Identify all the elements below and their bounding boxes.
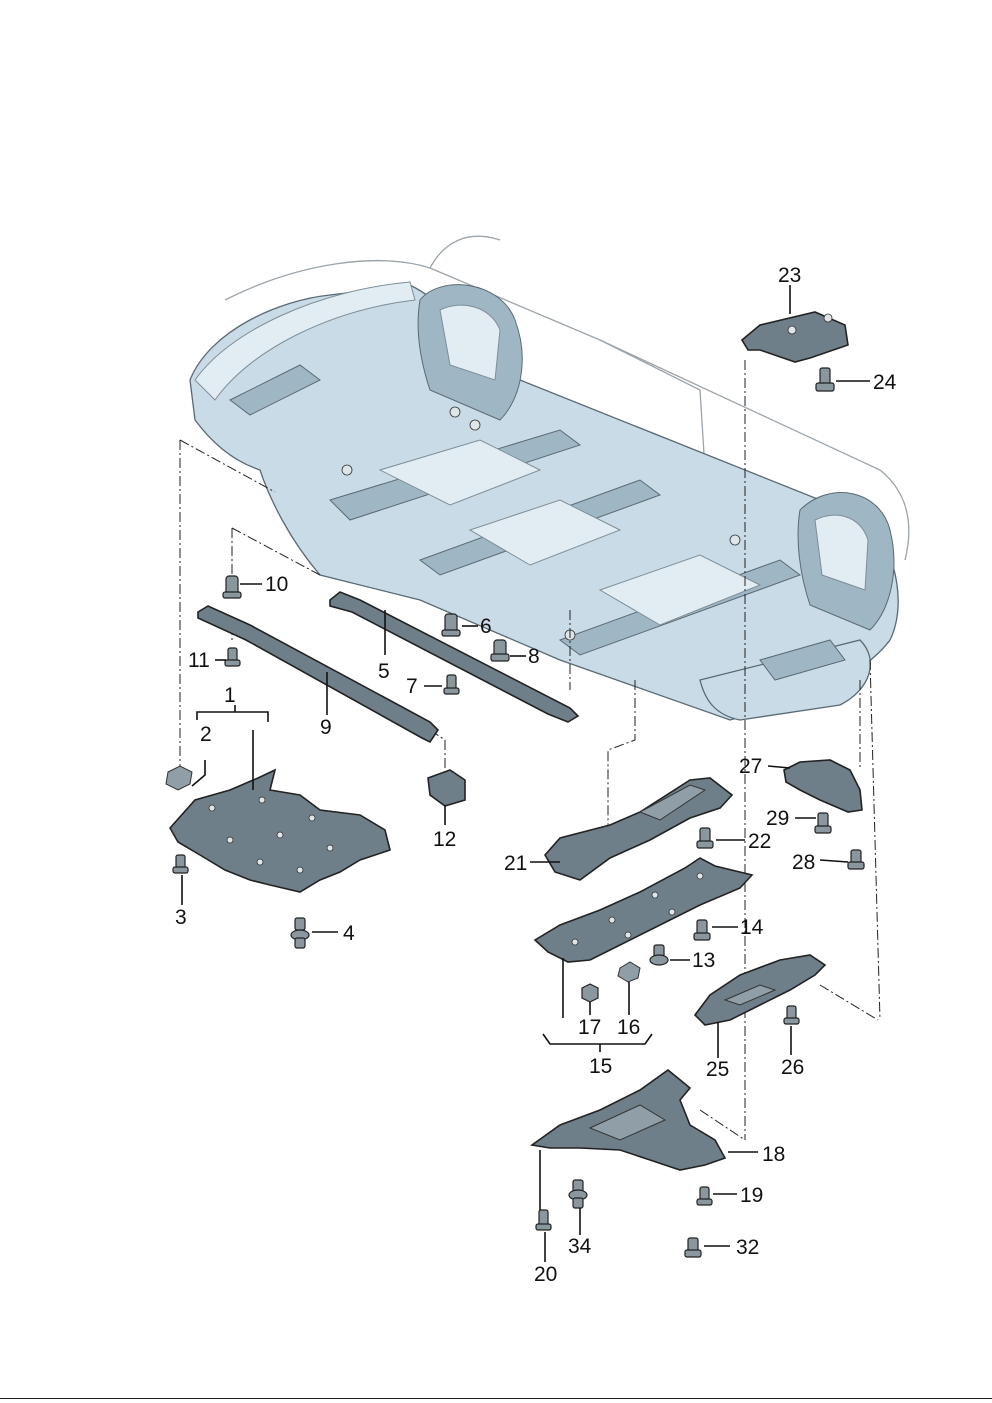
label-27: 27 bbox=[739, 755, 762, 778]
label-22: 22 bbox=[748, 830, 771, 853]
part-27-bracket bbox=[783, 759, 863, 813]
part-9-sill-strip bbox=[197, 605, 440, 744]
label-16: 16 bbox=[617, 1016, 640, 1039]
label-21: 21 bbox=[504, 852, 527, 875]
label-34: 34 bbox=[568, 1235, 592, 1258]
label-28: 28 bbox=[792, 851, 815, 874]
label-32: 32 bbox=[736, 1236, 759, 1259]
label-18: 18 bbox=[762, 1143, 785, 1166]
part-4-rivet-icon bbox=[294, 917, 306, 931]
label-26: 26 bbox=[781, 1056, 804, 1079]
part-2-clip bbox=[165, 765, 193, 791]
vehicle-underbody bbox=[189, 235, 910, 721]
label-20: 20 bbox=[534, 1263, 557, 1286]
part-15-underbody-panel bbox=[533, 857, 754, 963]
part-14-bolt-icon bbox=[696, 919, 708, 935]
label-25: 25 bbox=[706, 1058, 729, 1081]
label-8: 8 bbox=[528, 645, 540, 668]
label-7: 7 bbox=[406, 675, 418, 698]
part-29-bolt-icon bbox=[817, 812, 829, 828]
label-1: 1 bbox=[224, 684, 236, 707]
part-1-holes bbox=[208, 796, 334, 874]
label-9: 9 bbox=[320, 716, 332, 739]
part-1-front-guard bbox=[169, 768, 391, 893]
leader-lines bbox=[181, 285, 870, 1262]
label-15: 15 bbox=[589, 1055, 612, 1078]
label-11: 11 bbox=[188, 649, 210, 672]
label-13: 13 bbox=[692, 949, 715, 972]
label-29: 29 bbox=[766, 807, 789, 830]
label-4: 4 bbox=[343, 922, 355, 945]
part-number-labels: 1 2 3 4 5 6 7 8 9 10 11 12 13 14 15 16 1… bbox=[175, 264, 897, 1286]
label-24: 24 bbox=[873, 371, 897, 394]
part-15-holes bbox=[571, 872, 704, 946]
label-10: 10 bbox=[265, 573, 288, 596]
part-7-bolt-icon bbox=[446, 674, 457, 690]
part-16-clip bbox=[617, 961, 641, 983]
label-19: 19 bbox=[740, 1184, 763, 1207]
label-17: 17 bbox=[578, 1016, 601, 1039]
label-2: 2 bbox=[200, 723, 212, 746]
label-5: 5 bbox=[378, 660, 390, 683]
label-3: 3 bbox=[175, 906, 187, 929]
part-5-sill-strip bbox=[329, 591, 580, 723]
part-12-clip bbox=[427, 769, 466, 807]
page-bottom-rule bbox=[0, 1398, 992, 1399]
part-6-bolt-icon bbox=[444, 613, 458, 633]
label-23: 23 bbox=[778, 264, 801, 287]
part-23-bracket bbox=[740, 311, 849, 363]
label-12: 12 bbox=[433, 828, 456, 851]
part-24-bolt-icon bbox=[819, 367, 831, 385]
label-14: 14 bbox=[740, 916, 764, 939]
part-22-bolt-icon bbox=[699, 827, 711, 843]
label-6: 6 bbox=[480, 615, 492, 638]
part-10-bolt-icon bbox=[225, 575, 239, 595]
part-17-nut-icon bbox=[581, 983, 599, 1003]
